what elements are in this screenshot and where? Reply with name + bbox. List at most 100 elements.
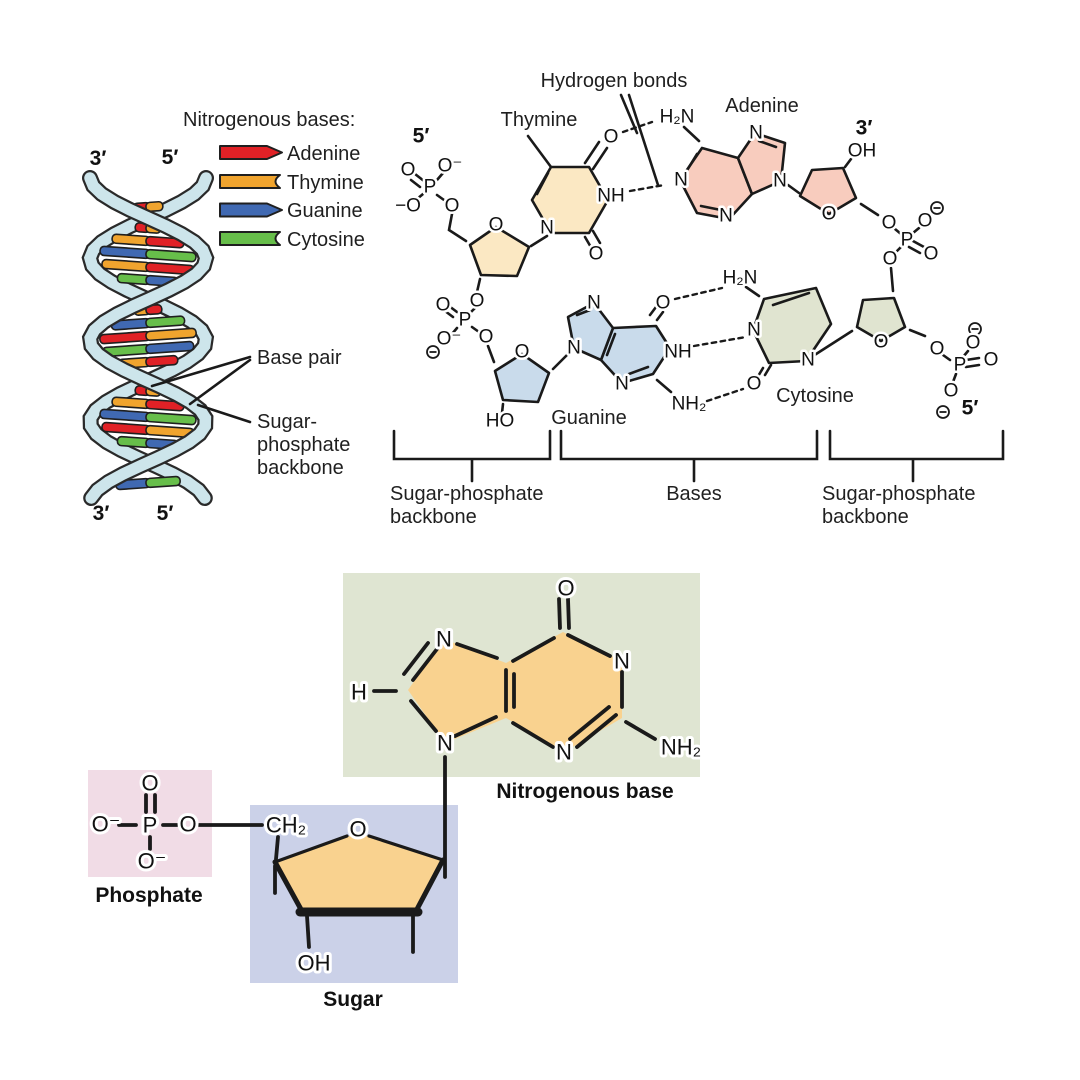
atom-label: N [719,206,733,227]
atom-label: O [489,215,504,236]
ring-fills [468,131,907,404]
guanine-ring-5 [566,301,615,362]
base-pair-rung [101,421,195,439]
atom-label: OH [848,141,877,162]
atom-label: O [141,771,158,796]
cytosine-ring [751,286,833,365]
atom-label: P [459,310,472,331]
atom-label: O [918,211,933,232]
atom-label: O [984,350,999,371]
atom-label: O [589,244,604,265]
atom-label: H [351,680,367,705]
hydrogen-bonds-pointer [619,93,660,187]
double-helix-art [81,170,215,506]
phosphate-caption: Phosphate [95,884,202,907]
atom-label: 5′ [962,397,979,420]
adenine-ring-5 [736,131,787,196]
base-pair-rung [117,354,179,370]
atom-label: O [604,127,619,148]
legend-swatch-guanine [219,202,283,218]
atom-label: N [540,218,554,239]
atom-label: NH [664,342,691,363]
bracket-left-label-2: backbone [390,506,477,528]
brackets: Sugar-phosphate backbone Bases Sugar-pho… [390,429,1005,528]
atom-label: N [801,350,815,371]
helix-3-prime-top: 3′ [90,147,107,170]
thymine-ring [530,165,610,235]
atom-label: NH₂ [672,394,707,415]
atom-label: H₂N [660,107,695,128]
helix-5-prime-bottom: 5′ [157,502,174,525]
atom-label: H₂N [723,268,758,289]
nitrogenous-bases-legend: Nitrogenous bases: Adenine Thymine Guani… [183,109,365,251]
atom-label: O [470,291,485,312]
atom-label: N [587,293,601,314]
atom-label: P [901,230,914,251]
bracket-right-label-2: backbone [822,506,909,528]
double-helix-panel: 3′ 5′ 3′ 5′ Nitrogenous bases: Adenine T… [81,109,365,525]
atom-label: N [773,171,787,192]
guanine-label: Guanine [551,407,627,429]
atom-label: O [557,576,574,601]
atom-label: P [424,177,437,198]
thymine-label: Thymine [501,109,578,131]
covalent-bonds [409,93,981,415]
atom-label: NH₂ [661,735,701,760]
atom-label: 3′ [856,117,873,140]
atom-label: O [930,339,945,360]
legend-item-guanine: Guanine [287,200,363,222]
backbone-label-line1: Sugar- [257,411,317,433]
base-pair-rung [99,408,197,426]
adenine-sugar [798,166,858,216]
hydrogen-bond-dashes [621,120,748,403]
base-pair-rung [101,340,195,358]
atom-label: −O [395,196,421,217]
atom-label: O [401,160,416,181]
atom-label: N [567,338,581,359]
atom-label: N [614,649,630,674]
backbone-label-line2: phosphate [257,434,350,456]
atom-label: N [747,320,761,341]
sugar-caption: Sugar [323,988,383,1011]
cytosine-sugar [855,296,907,343]
atom-label: P [143,813,158,838]
legend-item-cytosine: Cytosine [287,229,365,251]
atom-label: O [966,333,981,354]
nucleotide-bonds [117,597,657,954]
base-pair-rung [111,233,185,249]
base-pair-rung [116,272,180,288]
atom-label: O [479,327,494,348]
atom-label: NH [597,186,624,207]
cytosine-label: Cytosine [776,385,854,407]
atom-label: O [883,249,898,270]
atom-label: N [556,740,572,765]
legend-swatch-adenine [219,145,283,160]
adenine-label: Adenine [725,95,798,117]
atom-label: O⁻ [92,812,121,837]
bracket-left-label-1: Sugar-phosphate [390,483,543,505]
base-pair-rung [116,435,180,451]
atom-label: N [615,374,629,395]
legend-swatch-cytosine [219,231,281,246]
atom-label: O⁻ [138,849,167,874]
atom-label: 5′ [413,125,430,148]
atom-label: O [747,374,762,395]
atom-label: N [436,627,452,652]
atom-label: O [436,295,451,316]
bracket-bases-label: Bases [666,483,722,505]
atom-label: N [749,123,763,144]
atom-label: O⁻ [437,329,462,350]
backbone-label-line3: backbone [257,457,344,479]
sugar-pentagon-fill [275,833,443,913]
base-pair-label: Base pair [257,347,342,369]
atom-label: O [179,812,196,837]
thymine-sugar [468,225,531,278]
atom-label: O [445,196,460,217]
callout-pointer-lines [150,355,252,424]
legend-color-bars [219,145,283,246]
atom-label: O [882,213,897,234]
